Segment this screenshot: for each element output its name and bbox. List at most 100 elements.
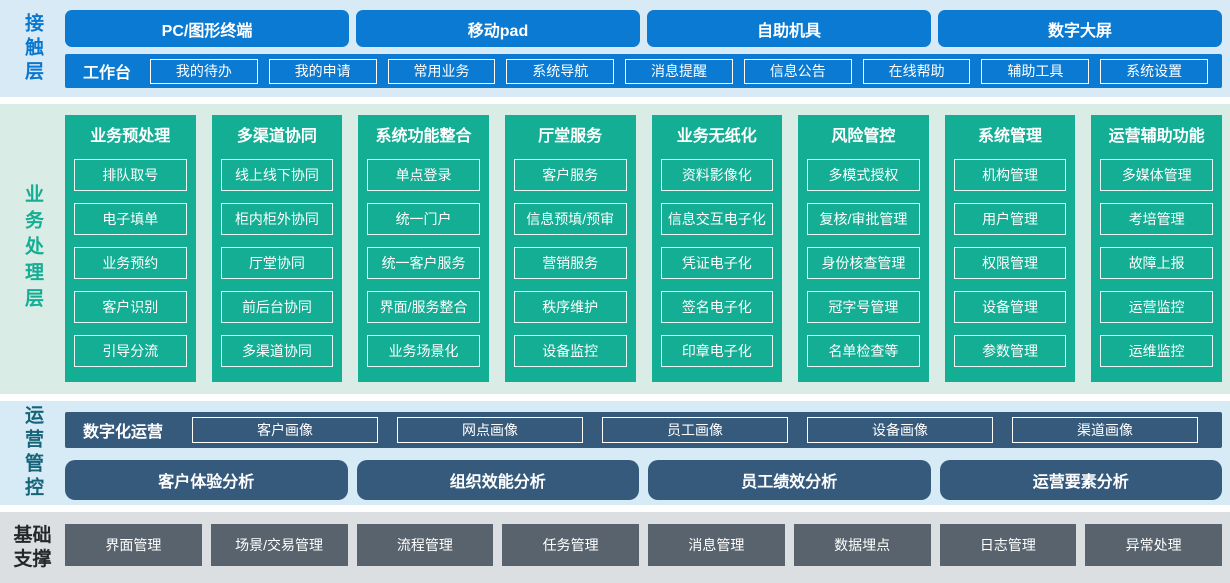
workbench-item-message-reminder: 消息提醒: [625, 58, 733, 84]
column-item: 业务场景化: [367, 335, 480, 367]
foundation-item-ui-management: 界面管理: [65, 524, 202, 566]
column-item: 签名电子化: [660, 291, 774, 323]
column-title: 系统功能整合: [375, 128, 472, 145]
terminal-digital-screen: 数字大屏: [938, 10, 1222, 47]
column-item: 单点登录: [367, 159, 480, 191]
workbench-label: 工作台: [83, 65, 132, 82]
column-item: 线上线下协同: [220, 159, 334, 191]
column-system-function-integration: 系统功能整合 单点登录 统一门户 统一客户服务 界面/服务整合 业务场景化: [358, 115, 489, 382]
business-processing-layer: 业务处理层 业务预处理 排队取号 电子填单 业务预约 客户识别 引导分流 多渠道…: [0, 104, 1230, 394]
column-item: 资料影像化: [660, 159, 774, 191]
column-item: 复核/审批管理: [807, 203, 920, 235]
column-item: 业务预约: [74, 247, 187, 279]
foundation-item-scenario-transaction-management: 场景/交易管理: [210, 524, 348, 566]
column-business-preprocessing: 业务预处理 排队取号 电子填单 业务预约 客户识别 引导分流: [65, 115, 196, 382]
column-item: 统一客户服务: [367, 247, 480, 279]
workbench-item-info-bulletin: 信息公告: [743, 58, 852, 84]
column-paperless-business: 业务无纸化 资料影像化 信息交互电子化 凭证电子化 签名电子化 印章电子化: [651, 115, 783, 382]
column-title: 风险管控: [831, 128, 896, 145]
foundation-item-data-tracking: 数据埋点: [793, 524, 931, 566]
column-multichannel-collaboration: 多渠道协同 线上线下协同 柜内柜外协同 厅堂协同 前后台协同 多渠道协同: [211, 115, 343, 382]
terminal-row: PC/图形终端 移动pad 自助机具 数字大屏: [65, 10, 1222, 47]
portrait-customer: 客户画像: [192, 417, 379, 443]
workbench-bar: 工作台 我的待办 我的申请 常用业务 系统导航 消息提醒 信息公告 在线帮助 辅…: [65, 54, 1222, 88]
operations-layer-body: 数字化运营 客户画像 网点画像 员工画像 设备画像 渠道画像 客户体验分析 组织…: [65, 401, 1222, 505]
column-title: 运营辅助功能: [1108, 128, 1205, 145]
terminal-self-service: 自助机具: [647, 10, 931, 47]
column-item: 前后台协同: [220, 291, 334, 323]
portrait-channel: 渠道画像: [1012, 417, 1199, 443]
column-title: 多渠道协同: [236, 128, 317, 145]
column-item: 秩序维护: [513, 291, 627, 323]
contact-layer-label: 接触层: [22, 12, 43, 85]
column-item: 排队取号: [74, 159, 187, 191]
column-title: 业务预处理: [90, 128, 171, 145]
business-layer-label: 业务处理层: [22, 184, 43, 314]
column-item: 设备监控: [513, 335, 627, 367]
workbench-item-system-navigation: 系统导航: [506, 58, 615, 84]
foundation-boxes: 界面管理 场景/交易管理 流程管理 任务管理 消息管理 数据埋点 日志管理 异常…: [65, 512, 1222, 566]
analysis-employee-performance: 员工绩效分析: [648, 460, 931, 500]
analysis-row: 客户体验分析 组织效能分析 员工绩效分析 运营要素分析: [65, 460, 1222, 500]
column-item: 身份核查管理: [807, 247, 920, 279]
portrait-device: 设备画像: [807, 417, 994, 443]
column-item: 运维监控: [1100, 335, 1213, 367]
column-item: 运营监控: [1100, 291, 1213, 323]
column-title: 业务无纸化: [676, 128, 757, 145]
column-item: 界面/服务整合: [367, 291, 480, 323]
column-item: 印章电子化: [660, 335, 774, 367]
column-item: 权限管理: [953, 247, 1067, 279]
column-item: 冠字号管理: [807, 291, 920, 323]
column-item: 设备管理: [953, 291, 1067, 323]
foundation-support-layer: 基础支撑 界面管理 场景/交易管理 流程管理 任务管理 消息管理 数据埋点 日志…: [0, 512, 1230, 583]
column-item: 多模式授权: [807, 159, 920, 191]
column-item: 客户服务: [513, 159, 627, 191]
column-title: 系统管理: [978, 128, 1043, 145]
column-item: 用户管理: [953, 203, 1067, 235]
contact-layer: 接触层 PC/图形终端 移动pad 自助机具 数字大屏 工作台 我的待办 我的申…: [0, 0, 1230, 97]
foundation-item-log-management: 日志管理: [939, 524, 1077, 566]
column-item: 柜内柜外协同: [220, 203, 334, 235]
digital-operations-label: 数字化运营: [83, 424, 164, 441]
column-item: 厅堂协同: [220, 247, 334, 279]
operations-control-layer: 运营管控 数字化运营 客户画像 网点画像 员工画像 设备画像 渠道画像 客户体验…: [0, 401, 1230, 505]
column-item: 参数管理: [953, 335, 1067, 367]
column-item: 电子填单: [74, 203, 187, 235]
column-item: 多渠道协同: [220, 335, 334, 367]
column-item: 营销服务: [513, 247, 627, 279]
terminal-mobile-pad: 移动pad: [356, 10, 640, 47]
column-item: 信息交互电子化: [660, 203, 774, 235]
column-operation-auxiliary-functions: 运营辅助功能 多媒体管理 考培管理 故障上报 运营监控 运维监控: [1091, 115, 1222, 382]
operations-layer-label: 运营管控: [22, 405, 43, 501]
workbench-item-system-settings: 系统设置: [1100, 58, 1209, 84]
analysis-organizational-efficiency: 组织效能分析: [356, 460, 639, 500]
column-item: 多媒体管理: [1100, 159, 1213, 191]
workbench-item-my-applications: 我的申请: [268, 58, 377, 84]
column-item: 统一门户: [367, 203, 480, 235]
portrait-employee: 员工画像: [602, 417, 789, 443]
workbench-item-auxiliary-tools: 辅助工具: [981, 58, 1090, 84]
terminal-pc: PC/图形终端: [65, 10, 349, 47]
workbench-item-common-business: 常用业务: [387, 58, 496, 84]
column-item: 信息预填/预审: [513, 203, 627, 235]
foundation-item-message-management: 消息管理: [648, 524, 785, 566]
column-risk-control: 风险管控 多模式授权 复核/审批管理 身份核查管理 冠字号管理 名单检查等: [798, 115, 929, 382]
contact-layer-body: PC/图形终端 移动pad 自助机具 数字大屏 工作台 我的待办 我的申请 常用…: [65, 0, 1222, 97]
foundation-item-process-management: 流程管理: [356, 524, 494, 566]
foundation-layer-label-text: 基础支撑: [13, 524, 52, 570]
foundation-item-exception-handling: 异常处理: [1085, 524, 1222, 566]
analysis-operation-elements: 运营要素分析: [939, 460, 1222, 500]
business-columns: 业务预处理 排队取号 电子填单 业务预约 客户识别 引导分流 多渠道协同 线上线…: [65, 104, 1222, 394]
foundation-layer-label: 基础支撑: [0, 512, 65, 583]
column-item: 机构管理: [953, 159, 1067, 191]
column-item: 客户识别: [74, 291, 187, 323]
analysis-customer-experience: 客户体验分析: [65, 460, 348, 500]
workbench-item-todo: 我的待办: [150, 58, 258, 84]
column-item: 凭证电子化: [660, 247, 774, 279]
column-item: 考培管理: [1100, 203, 1213, 235]
column-item: 故障上报: [1100, 247, 1213, 279]
column-item: 引导分流: [74, 335, 187, 367]
portrait-branch: 网点画像: [397, 417, 584, 443]
workbench-item-online-help: 在线帮助: [862, 58, 971, 84]
